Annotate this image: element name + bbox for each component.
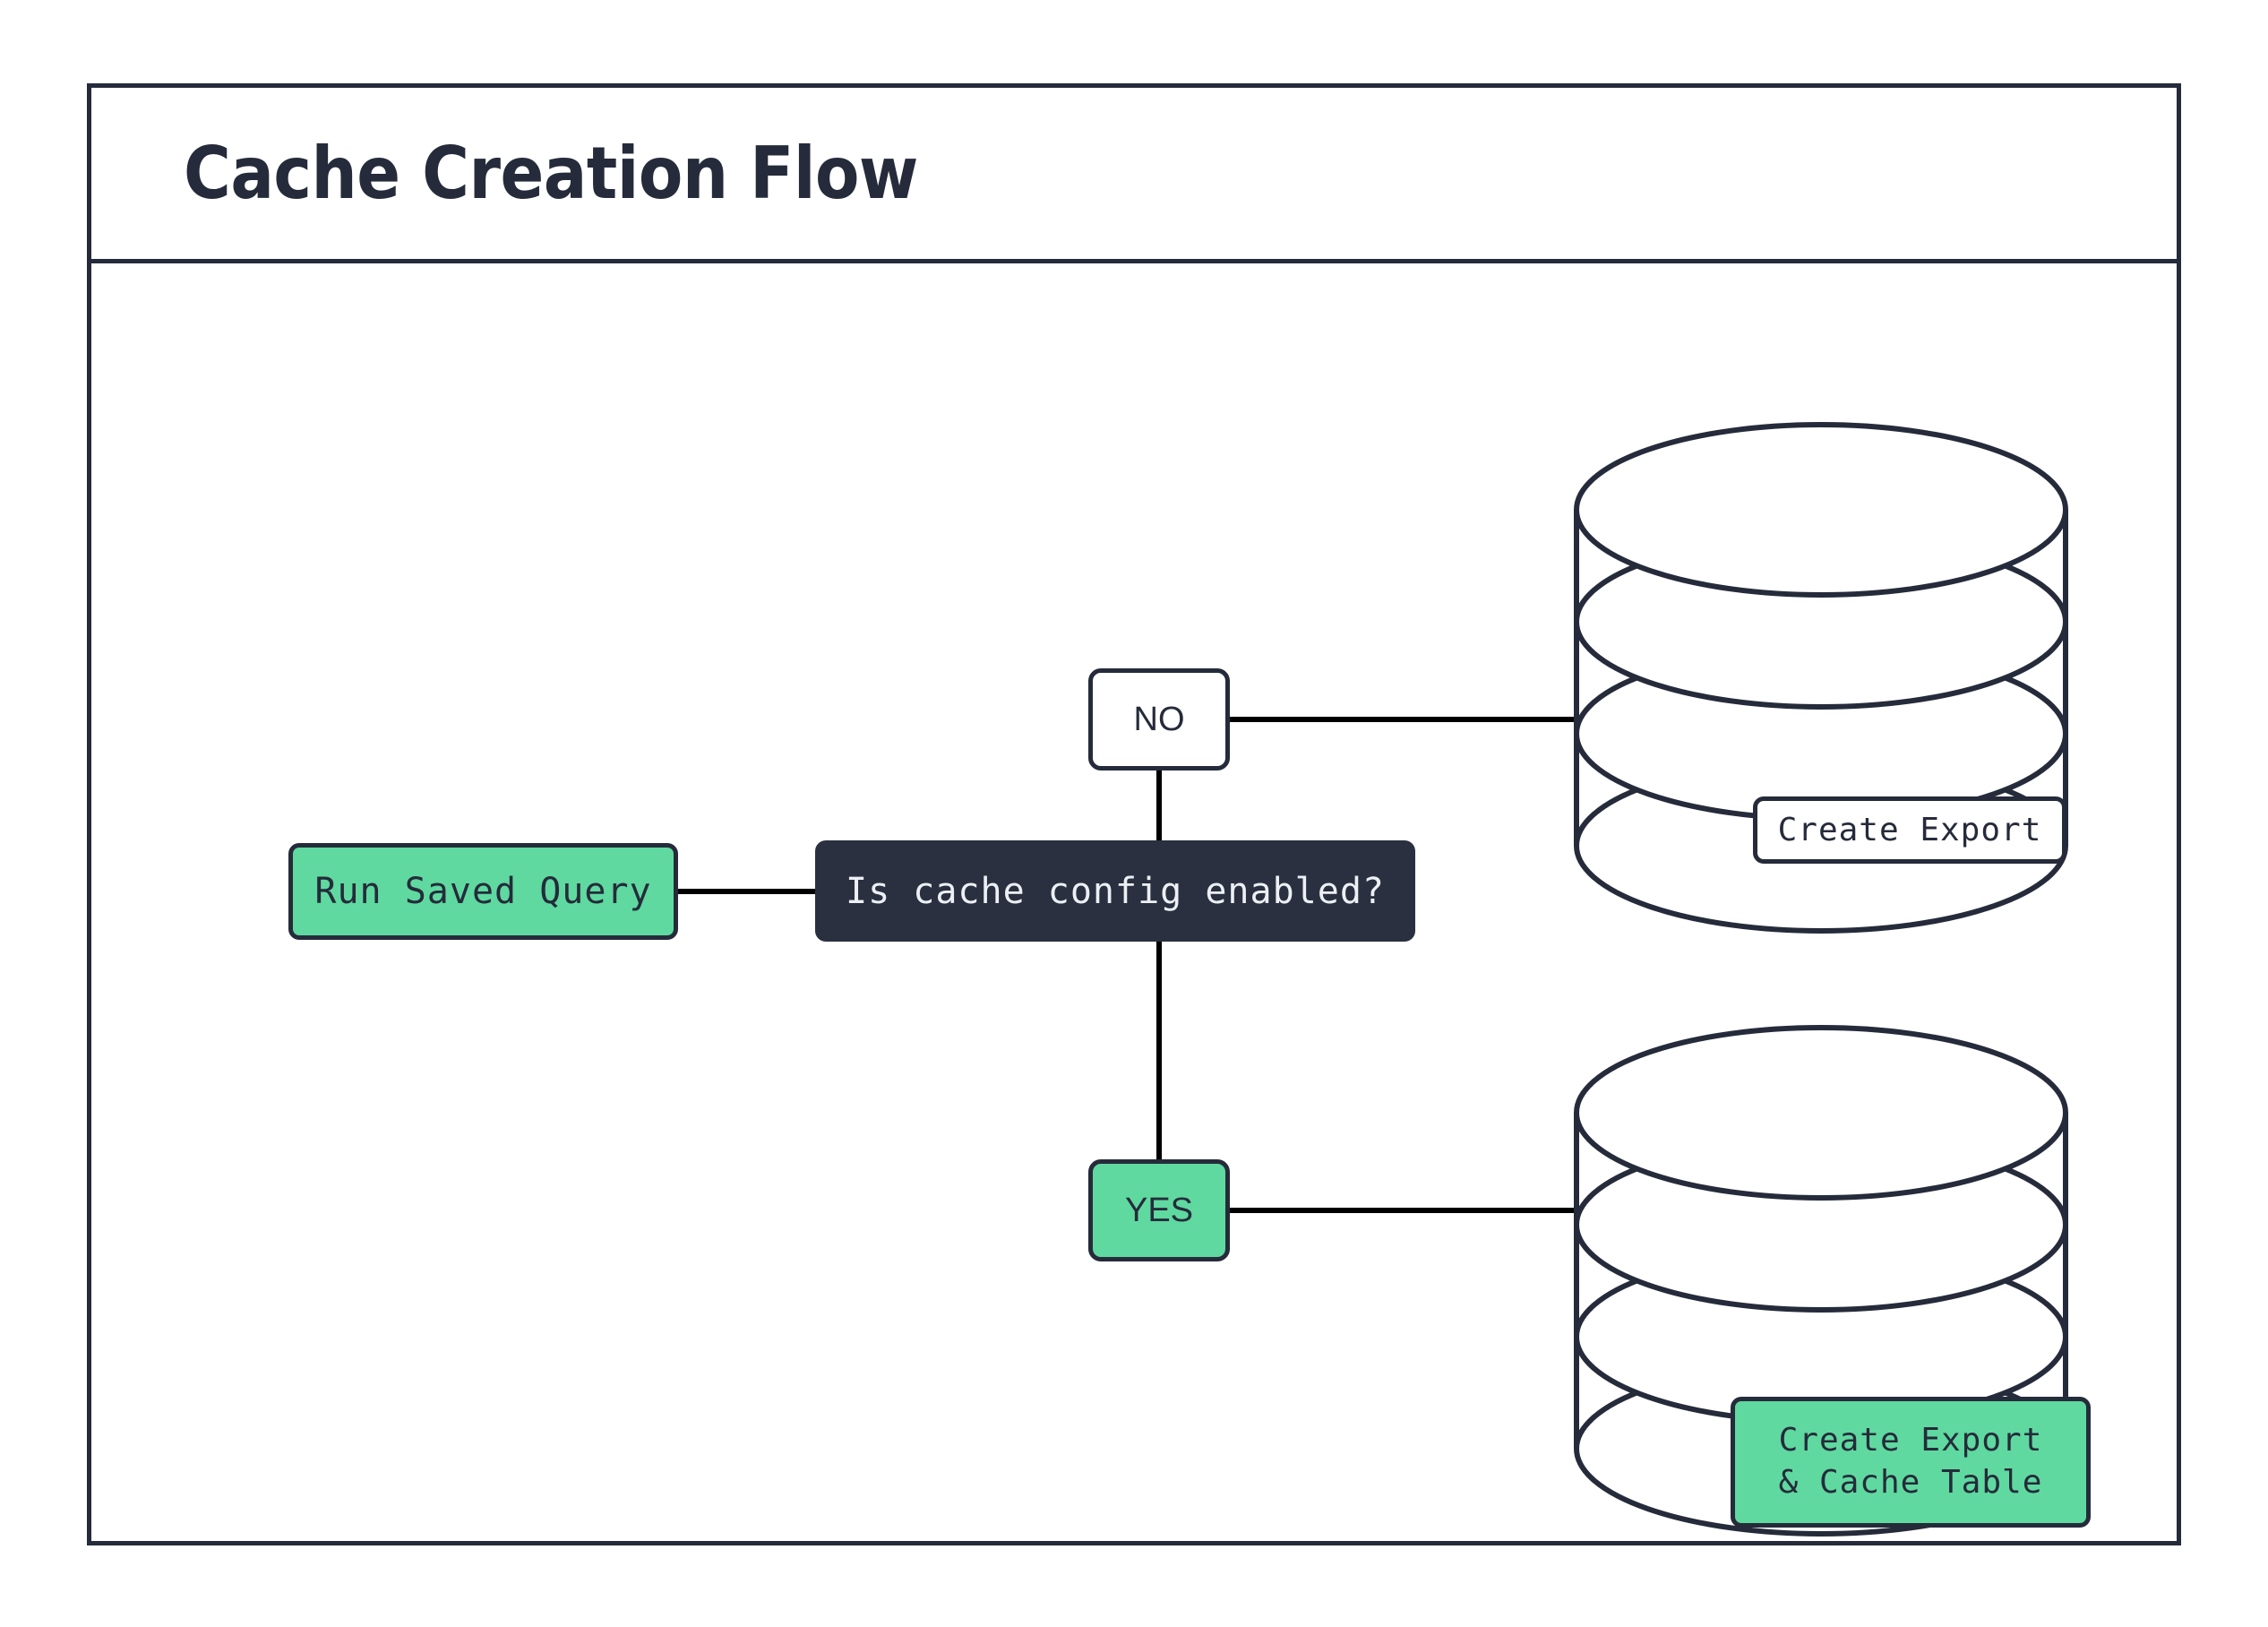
branch-label-no-text: NO	[1133, 700, 1185, 738]
node-run-saved-query-label: Run Saved Query	[314, 871, 652, 912]
database-cylinder-top	[1574, 422, 2068, 934]
db-top-label-text: Create Export	[1777, 812, 2042, 848]
diagram-frame: Cache Creation Flow	[87, 83, 2181, 1545]
db-bottom-label-line-2: & Cache Table	[1778, 1464, 2043, 1501]
branch-label-yes[interactable]: YES	[1088, 1159, 1230, 1261]
branch-label-no[interactable]: NO	[1088, 668, 1230, 770]
node-decision-label: Is cache config enabled?	[846, 870, 1385, 912]
title-bar: Cache Creation Flow	[91, 88, 2177, 263]
diagram-canvas: Run Saved Query Is cache config enabled?…	[91, 263, 2177, 1545]
db-bottom-label-line-1: Create Export	[1778, 1422, 2043, 1459]
node-decision-cache-config[interactable]: Is cache config enabled?	[815, 840, 1415, 942]
db-top-label-box[interactable]: Create Export	[1753, 796, 2066, 864]
db-bottom-label-box[interactable]: Create Export & Cache Table	[1731, 1397, 2091, 1528]
branch-label-yes-text: YES	[1124, 1191, 1194, 1229]
node-run-saved-query[interactable]: Run Saved Query	[288, 843, 678, 940]
page-title: Cache Creation Flow	[184, 132, 918, 215]
